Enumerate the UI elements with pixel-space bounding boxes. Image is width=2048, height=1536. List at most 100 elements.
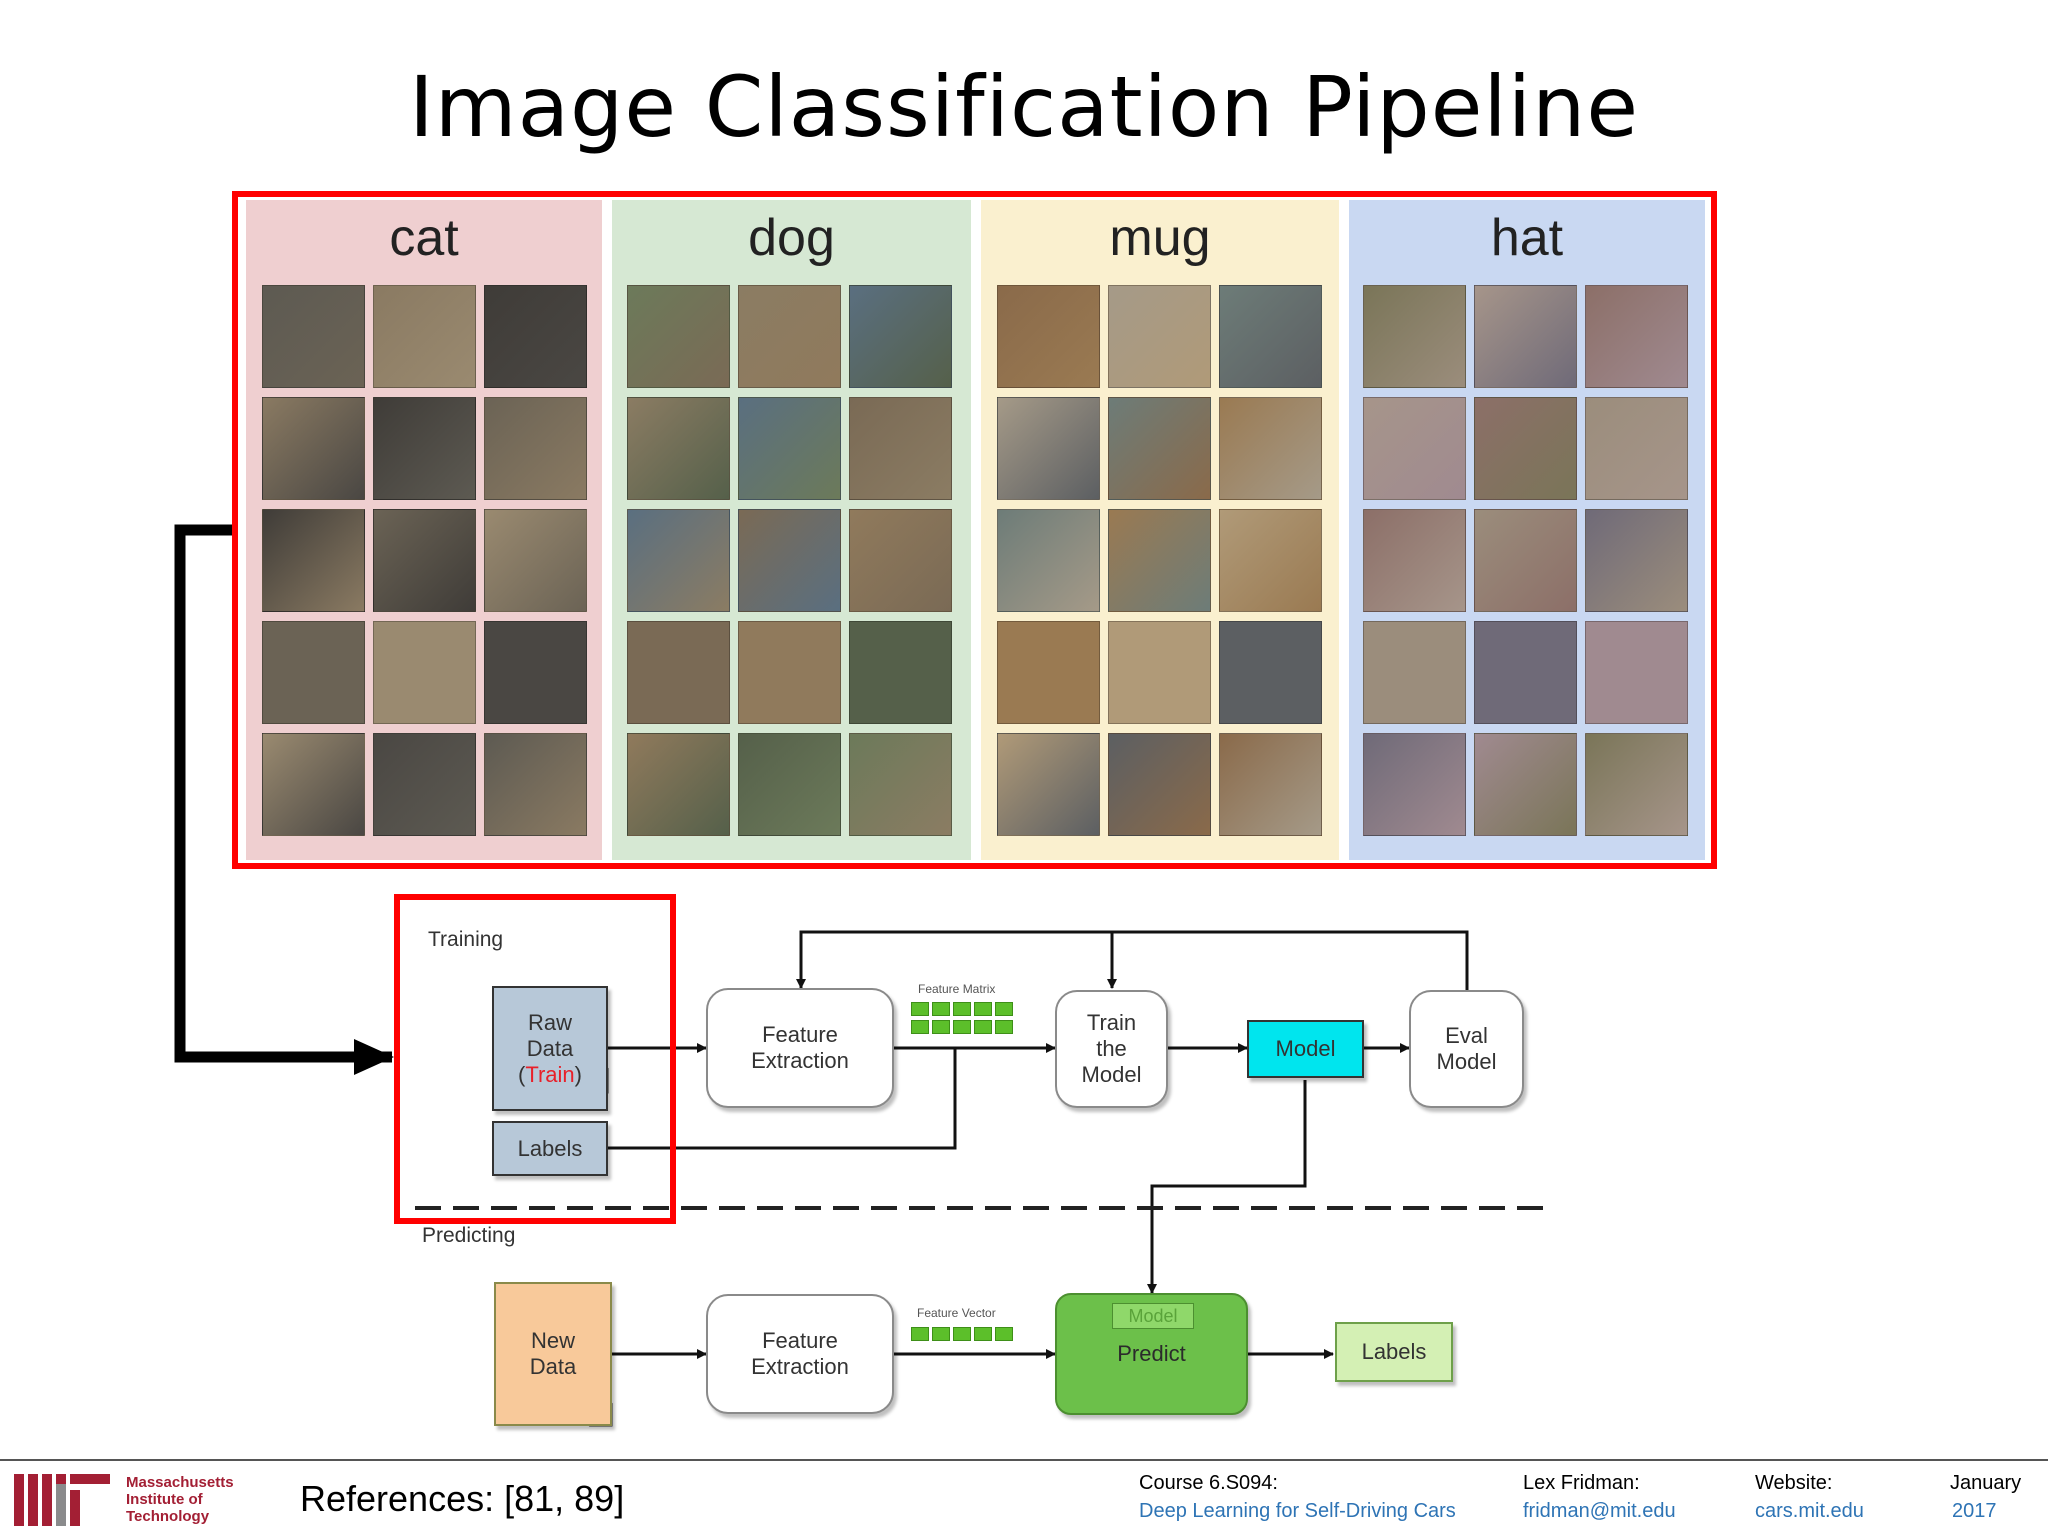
course-name-link[interactable]: Deep Learning for Self-Driving Cars [1139, 1500, 1456, 1522]
date-year: 2017 [1952, 1500, 1997, 1522]
mit-wordmark-line2: Institute of [126, 1491, 203, 1508]
train-model-node: Train the Model [1055, 990, 1168, 1108]
hat-photo-thumbnail [1363, 621, 1466, 724]
page-title: Image Classification Pipeline [408, 58, 1640, 156]
mug-photo-thumbnail [997, 733, 1100, 836]
raw-data-line2: Data [526, 1035, 574, 1061]
dog-photo-thumbnail [738, 733, 841, 836]
feature-matrix-cell [995, 1020, 1013, 1034]
mug-photo-thumbnail [1108, 509, 1211, 612]
dog-photo-thumbnail [738, 509, 841, 612]
raw-data-train-word: Train [525, 1061, 575, 1087]
hat-photo-thumbnail [1474, 509, 1577, 612]
dog-photo-thumbnail [849, 509, 952, 612]
cat-photo-thumbnail [373, 733, 476, 836]
dog-photo-thumbnail [738, 285, 841, 388]
feature-matrix-cell [953, 1020, 971, 1034]
category-label-mug: mug [1109, 209, 1211, 267]
feature-vector-cell [932, 1327, 950, 1341]
labels-output: Labels [1335, 1322, 1453, 1382]
mug-photo-thumbnail [1108, 397, 1211, 500]
predict-label: Predict [1117, 1341, 1186, 1366]
dog-photo-thumbnail [627, 397, 730, 500]
date-month: January [1950, 1472, 2022, 1494]
category-label-hat: hat [1490, 209, 1564, 267]
cat-photo-thumbnail [373, 397, 476, 500]
cat-photo-thumbnail [262, 621, 365, 724]
author-email-link[interactable]: fridman@mit.edu [1523, 1500, 1676, 1522]
feature-extraction-node: Feature Extraction [706, 988, 894, 1108]
mit-wordmark-line3: Technology [126, 1508, 210, 1525]
feature-vector-cell [911, 1327, 929, 1341]
hat-photo-thumbnail [1363, 285, 1466, 388]
raw-data-open-paren: ( [518, 1061, 526, 1087]
mug-photo-thumbnail [1108, 733, 1211, 836]
grid-to-training-arrow [174, 524, 394, 1075]
category-label-cat: cat [389, 209, 459, 267]
feature-matrix-cell [953, 1002, 971, 1016]
hat-photo-thumbnail [1363, 397, 1466, 500]
dog-photo-thumbnail [849, 733, 952, 836]
mug-photo-thumbnail [1108, 285, 1211, 388]
hat-photo-thumbnail [1585, 733, 1688, 836]
mit-logo-mark [14, 1474, 110, 1526]
mug-photo-thumbnail [1219, 285, 1322, 388]
feature-matrix-cell [911, 1020, 929, 1034]
hat-photo-thumbnail [1585, 509, 1688, 612]
dog-photo-thumbnail [627, 509, 730, 612]
feature-vector-cell [953, 1327, 971, 1341]
hat-photo-thumbnail [1474, 621, 1577, 724]
cat-photo-thumbnail [262, 285, 365, 388]
category-label-dog: dog [748, 209, 835, 267]
mug-photo-thumbnail [1108, 621, 1211, 724]
cat-photo-thumbnail [484, 621, 587, 724]
mit-wordmark: Massachusetts Institute of Technology [126, 1474, 234, 1525]
hat-photo-thumbnail [1585, 285, 1688, 388]
feature-matrix-cell [911, 1002, 929, 1016]
predict-model-tag: Model [1112, 1303, 1194, 1329]
dog-photo-thumbnail [849, 397, 952, 500]
website-label: Website: [1755, 1472, 1833, 1494]
mug-photo-thumbnail [1219, 621, 1322, 724]
author-label: Lex Fridman: [1523, 1472, 1640, 1494]
predict-node: Model Predict [1055, 1293, 1248, 1415]
mug-photo-thumbnail [1219, 397, 1322, 500]
hat-photo-thumbnail [1363, 733, 1466, 836]
dog-photo-thumbnail [627, 285, 730, 388]
website-link[interactable]: cars.mit.edu [1755, 1500, 1864, 1522]
mug-photo-thumbnail [1219, 733, 1322, 836]
cat-photo-thumbnail [484, 509, 587, 612]
predicting-label: Predicting [422, 1224, 516, 1247]
model-to-predict-arrow [1147, 1080, 1307, 1294]
raw-data-doc: Raw Data (Train) [492, 986, 608, 1111]
cat-photo-thumbnail [262, 397, 365, 500]
model-doc: Model [1247, 1020, 1364, 1078]
raw-data-line1: Raw [527, 1009, 572, 1035]
training-highlight-frame [394, 894, 676, 1224]
feature-matrix-cell [974, 1020, 992, 1034]
hat-photo-thumbnail [1474, 397, 1577, 500]
mug-photo-thumbnail [997, 285, 1100, 388]
dog-photo-thumbnail [738, 621, 841, 724]
feature-vector-label: Feature Vector [917, 1306, 996, 1320]
feature-extraction-node-2: Feature Extraction [706, 1294, 894, 1414]
hat-photo-thumbnail [1585, 397, 1688, 500]
cat-photo-thumbnail [262, 509, 365, 612]
cat-photo-thumbnail [484, 733, 587, 836]
course-label: Course 6.S094: [1139, 1472, 1278, 1494]
eval-feedback-line [796, 930, 1469, 990]
cat-photo-thumbnail [373, 621, 476, 724]
dog-photo-thumbnail [627, 621, 730, 724]
mug-photo-thumbnail [997, 621, 1100, 724]
training-label: Training [428, 928, 504, 951]
dog-photo-thumbnail [627, 733, 730, 836]
labels-box: Labels [492, 1121, 608, 1176]
feature-matrix-label: Feature Matrix [918, 982, 996, 996]
dog-photo-thumbnail [738, 397, 841, 500]
raw-data-close-paren: ) [574, 1061, 582, 1087]
feature-vector-cell [974, 1327, 992, 1341]
feature-vector-cell [995, 1327, 1013, 1341]
hat-photo-thumbnail [1474, 733, 1577, 836]
footer-divider [0, 1459, 2048, 1461]
mug-photo-thumbnail [997, 509, 1100, 612]
